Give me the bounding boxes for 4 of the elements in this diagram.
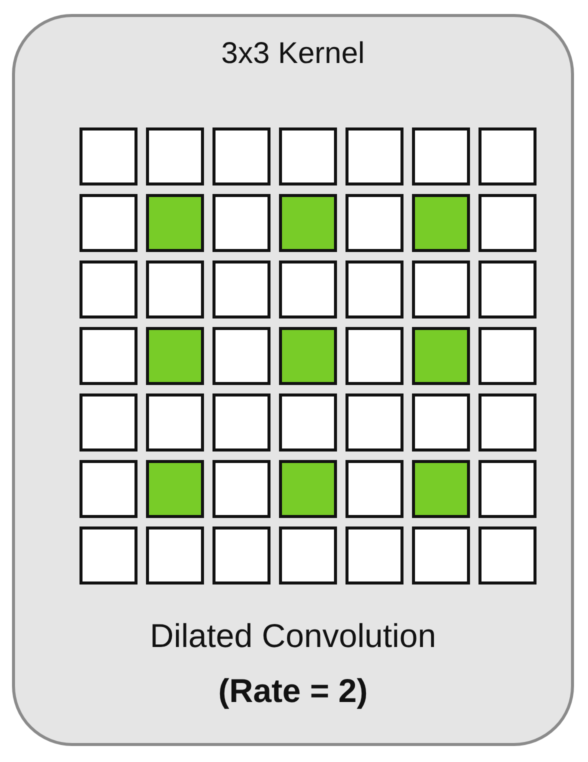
card-background bbox=[12, 14, 574, 746]
rate-text: (Rate = 2) bbox=[217, 672, 369, 710]
caption-text: Dilated Convolution bbox=[148, 617, 438, 655]
kernel-title: 3x3 Kernel bbox=[220, 37, 366, 71]
